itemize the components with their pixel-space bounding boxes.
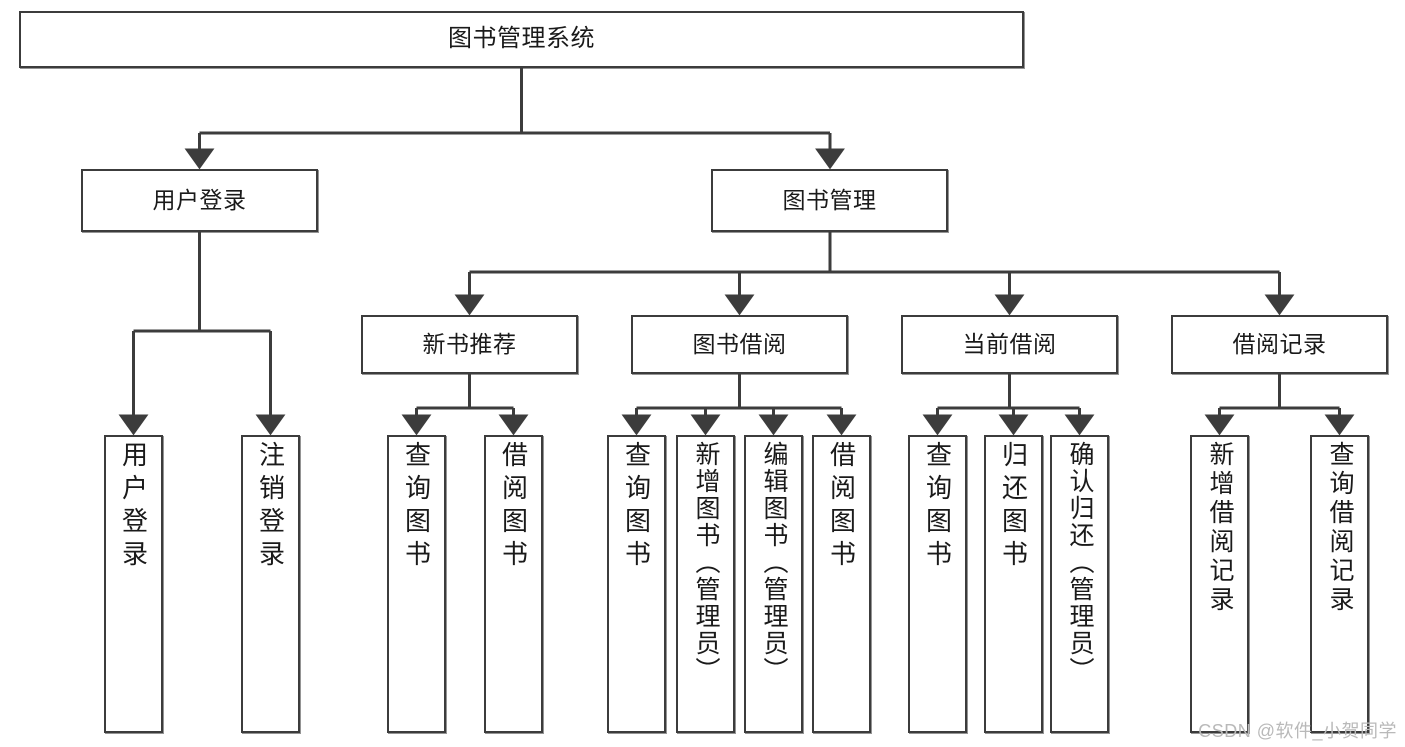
leaf-edit-book-admin-label: 编辑图书（管理员）	[760, 441, 788, 684]
leaf-logout-label: 注销登录	[255, 441, 286, 573]
leaf-query-borrow-record[interactable]: 查询借阅记录	[1310, 435, 1369, 733]
node-book-borrow-label: 图书借阅	[692, 330, 787, 357]
leaf-add-borrow-record-label: 新增借阅记录	[1206, 441, 1234, 615]
node-borrow-record[interactable]: 借阅记录	[1171, 315, 1388, 374]
leaf-query-book-recommend[interactable]: 查询图书	[387, 435, 446, 733]
leaf-user-login[interactable]: 用户登录	[104, 435, 163, 733]
node-book-management[interactable]: 图书管理	[711, 169, 948, 232]
leaf-add-book-admin[interactable]: 新增图书（管理员）	[676, 435, 735, 733]
leaf-confirm-return-admin-label: 确认归还（管理员）	[1066, 441, 1094, 684]
leaf-borrow-book-recommend[interactable]: 借阅图书	[484, 435, 543, 733]
node-borrow-record-label: 借阅记录	[1232, 330, 1327, 357]
node-current-borrow-label: 当前借阅	[962, 330, 1057, 357]
leaf-user-login-label: 用户登录	[118, 441, 149, 573]
leaf-add-borrow-record[interactable]: 新增借阅记录	[1190, 435, 1249, 733]
node-new-book-recommend[interactable]: 新书推荐	[361, 315, 578, 374]
leaf-return-book-label: 归还图书	[998, 441, 1029, 573]
node-new-book-recommend-label: 新书推荐	[422, 330, 517, 357]
leaf-borrow-book[interactable]: 借阅图书	[812, 435, 871, 733]
node-root-label: 图书管理系统	[448, 25, 595, 53]
leaf-edit-book-admin[interactable]: 编辑图书（管理员）	[744, 435, 803, 733]
leaf-borrow-book-recommend-label: 借阅图书	[498, 441, 529, 573]
node-user-login[interactable]: 用户登录	[81, 169, 318, 232]
watermark: CSDN @软件_小贺同学	[1198, 721, 1397, 741]
leaf-add-book-admin-label: 新增图书（管理员）	[692, 441, 720, 684]
leaf-query-book-borrow[interactable]: 查询图书	[607, 435, 666, 733]
leaf-query-book-current[interactable]: 查询图书	[908, 435, 967, 733]
node-root[interactable]: 图书管理系统	[19, 11, 1024, 68]
node-book-management-label: 图书管理	[782, 186, 877, 213]
node-user-login-label: 用户登录	[152, 186, 247, 213]
leaf-query-borrow-record-label: 查询借阅记录	[1326, 441, 1354, 615]
leaf-query-book-current-label: 查询图书	[922, 441, 953, 573]
leaf-borrow-book-label: 借阅图书	[826, 441, 857, 573]
leaf-query-book-recommend-label: 查询图书	[401, 441, 432, 573]
leaf-return-book[interactable]: 归还图书	[984, 435, 1043, 733]
leaf-logout[interactable]: 注销登录	[241, 435, 300, 733]
node-current-borrow[interactable]: 当前借阅	[901, 315, 1118, 374]
leaf-query-book-borrow-label: 查询图书	[621, 441, 652, 573]
leaf-confirm-return-admin[interactable]: 确认归还（管理员）	[1050, 435, 1109, 733]
node-book-borrow[interactable]: 图书借阅	[631, 315, 848, 374]
